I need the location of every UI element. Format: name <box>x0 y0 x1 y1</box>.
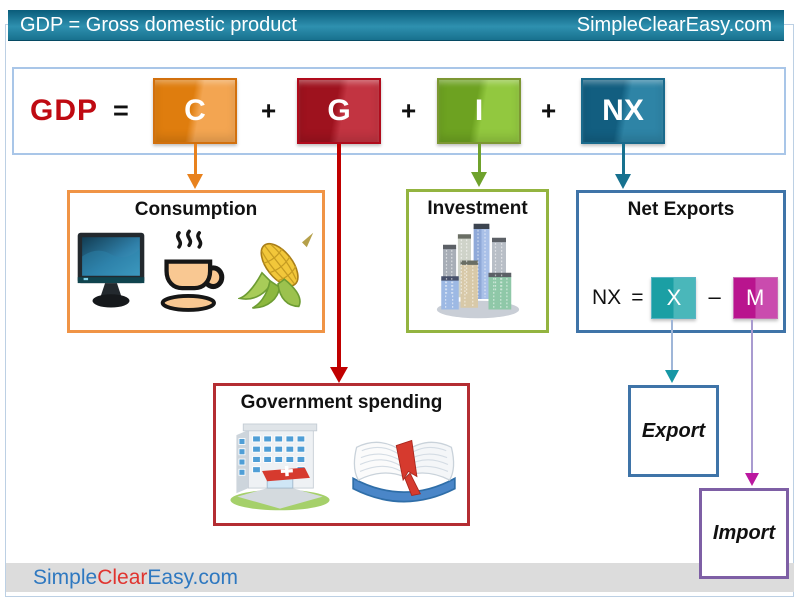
footer-site-clear: Clear <box>97 565 148 589</box>
government-spending-box: Government spending <box>213 383 470 526</box>
net-exports-title: Net Exports <box>627 199 735 220</box>
open-book-icon <box>348 430 460 517</box>
x-term-box: X <box>651 277 697 319</box>
arrow-x-to-export-head <box>665 370 679 383</box>
consumption-box: Consumption <box>67 190 325 333</box>
consumption-icons <box>70 229 322 318</box>
arrow-m-to-import-head <box>745 473 759 486</box>
investment-icons <box>409 222 546 325</box>
gdp-label: GDP <box>30 94 99 127</box>
term-box-nx: NX <box>581 78 665 144</box>
term-letter-i: I <box>474 94 484 127</box>
m-letter: M <box>746 285 765 310</box>
header-title: GDP = Gross domestic product <box>20 13 297 36</box>
investment-title: Investment <box>427 198 528 219</box>
footer-site-easy: Easy.com <box>147 565 239 589</box>
arrow-nx-to-netexports-head <box>615 174 631 189</box>
corn-icon <box>236 231 318 318</box>
arrow-i-to-investment-head <box>471 172 487 187</box>
arrow-x-to-export-line <box>671 320 673 372</box>
nx-formula-equals: = <box>631 286 644 309</box>
nx-formula-lhs: NX <box>592 286 622 309</box>
m-term-box: M <box>732 277 778 319</box>
header-site-text: SimpleClearEasy.com <box>576 13 772 36</box>
net-exports-box: Net Exports NX = X – M <box>576 190 786 333</box>
government-spending-title: Government spending <box>240 392 443 413</box>
investment-box: Investment <box>406 189 549 333</box>
term-box-i: I <box>437 78 521 144</box>
government-icons <box>216 418 467 517</box>
coffee-cup-icon <box>152 229 234 318</box>
equals-sign: = <box>113 95 129 126</box>
computer-monitor-icon <box>74 231 148 318</box>
arrow-nx-to-netexports-line <box>622 144 625 176</box>
arrow-c-to-consumption-head <box>187 174 203 189</box>
formula-box: GDP = C + G + I + NX <box>12 67 786 155</box>
term-letter-nx: NX <box>602 94 644 127</box>
term-letter-c: C <box>184 94 206 127</box>
term-box-g: G <box>297 78 381 144</box>
header-bar: GDP = Gross domestic product SimpleClear… <box>8 10 784 41</box>
arrow-g-to-government-line <box>337 144 341 369</box>
arrow-m-to-import-line <box>751 320 753 475</box>
city-buildings-icon <box>434 222 522 325</box>
plus-sign-2: + <box>401 95 417 126</box>
export-box: Export <box>628 385 719 477</box>
plus-sign-1: + <box>261 95 277 126</box>
arrow-i-to-investment-line <box>478 144 481 173</box>
government-building-icon <box>224 418 336 517</box>
import-label: Import <box>712 522 776 544</box>
arrow-g-to-government-head <box>330 367 348 383</box>
term-letter-g: G <box>327 94 351 127</box>
term-box-c: C <box>153 78 237 144</box>
minus-sign: – <box>708 284 721 309</box>
consumption-title: Consumption <box>134 199 258 220</box>
arrow-c-to-consumption-line <box>194 144 197 176</box>
export-label: Export <box>641 419 706 442</box>
footer-site-simple: Simple <box>33 565 98 589</box>
import-box: Import <box>699 488 789 579</box>
plus-sign-3: + <box>541 95 557 126</box>
x-letter: X <box>666 285 682 310</box>
nx-formula: NX = X – M <box>582 277 778 319</box>
